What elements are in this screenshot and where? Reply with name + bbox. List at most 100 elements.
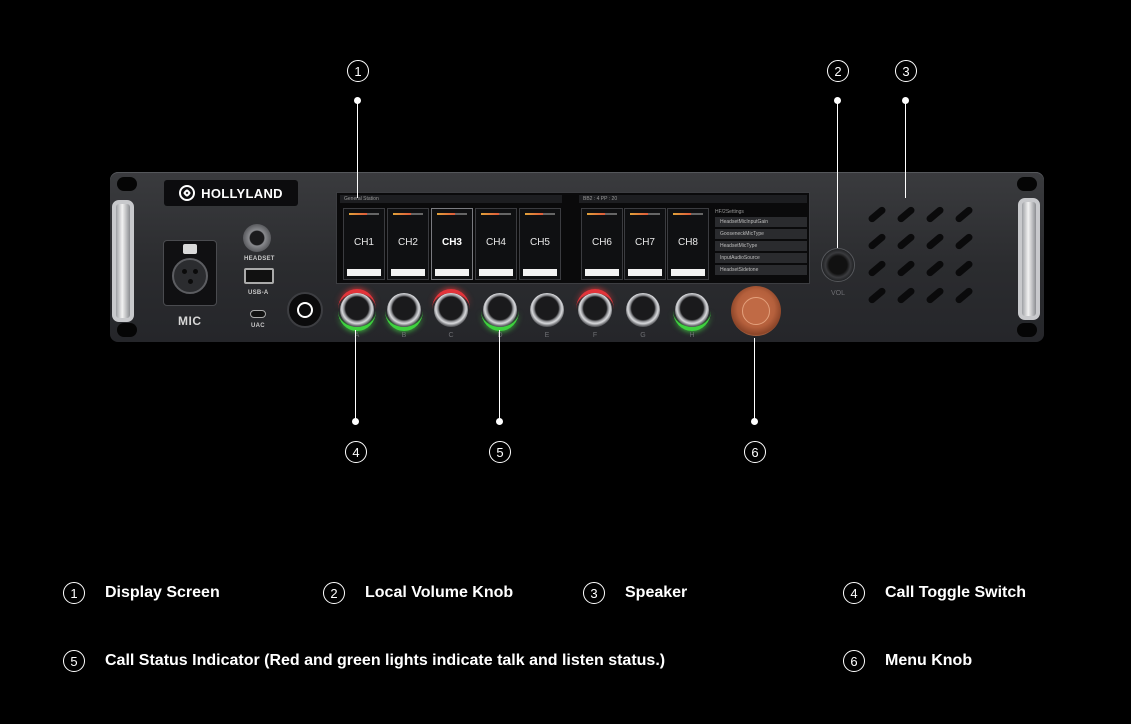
callout-3: 3	[895, 60, 917, 82]
rack-ear-hole	[1017, 323, 1037, 337]
call-toggle-knob-c[interactable]	[434, 293, 468, 327]
left-rack-handle	[112, 200, 134, 322]
listen-indicator-green	[673, 311, 711, 331]
rack-ear-hole	[117, 177, 137, 191]
callout-dot	[354, 97, 361, 104]
call-toggle-knob-g[interactable]	[626, 293, 660, 327]
listen-indicator-green	[481, 311, 519, 331]
callout-line	[357, 102, 358, 198]
knob-letter: H	[689, 332, 695, 339]
legend-label: Speaker	[625, 584, 688, 601]
channel-tile[interactable]: CH2	[387, 208, 429, 280]
headset-port[interactable]	[243, 224, 271, 252]
knob-letter: A	[354, 332, 360, 339]
call-toggle-knob-b[interactable]	[387, 293, 421, 327]
usb-a-label: USB-A	[248, 290, 269, 296]
hollyland-logo-icon	[179, 185, 196, 201]
legend-number: 6	[843, 650, 865, 672]
screen-header-mid: BB2 : 4 PP : 20	[579, 195, 807, 203]
knob-letter: F	[592, 332, 598, 339]
menu-item[interactable]: HeadsetSidetone	[715, 265, 807, 275]
listen-indicator-green	[385, 311, 423, 331]
call-toggle-knob-h[interactable]	[675, 293, 709, 327]
rack-ear-hole	[117, 323, 137, 337]
call-toggle-knob-d[interactable]	[483, 293, 517, 327]
channel-name: CH5	[529, 237, 550, 248]
uac-label: UAC	[251, 323, 265, 329]
callout-dot	[352, 418, 359, 425]
mic-label: MIC	[178, 314, 202, 328]
legend-number: 1	[63, 582, 85, 604]
callout-line	[355, 330, 356, 420]
callout-line	[499, 330, 500, 420]
xlr-socket	[172, 258, 208, 294]
usb-a-port[interactable]	[244, 268, 274, 284]
brand-name: HOLLYLAND	[201, 185, 283, 201]
callout-dot	[496, 418, 503, 425]
uac-port[interactable]	[250, 310, 266, 318]
channel-name: CH4	[485, 237, 506, 248]
talk-indicator-red	[432, 289, 470, 309]
callout-line	[837, 102, 838, 248]
menu-item[interactable]: GooseneckMicType	[715, 229, 807, 239]
legend-number: 5	[63, 650, 85, 672]
knob-letter: G	[640, 332, 646, 339]
legend-item: 4 Call Toggle Switch	[843, 582, 1026, 604]
callout-line	[905, 102, 906, 198]
hollyland-button[interactable]	[287, 292, 323, 328]
callout-1: 1	[347, 60, 369, 82]
channel-tile[interactable]: CH4	[475, 208, 517, 280]
channel-tile[interactable]: CH1	[343, 208, 385, 280]
legend-item: 5 Call Status Indicator (Red and green l…	[63, 650, 665, 672]
volume-label: VOL	[831, 290, 846, 297]
menu-item[interactable]: HeadsetMicType	[715, 241, 807, 251]
callout-dot	[751, 418, 758, 425]
display-screen[interactable]: General Station BB2 : 4 PP : 20 CH1 CH2 …	[336, 192, 810, 284]
channel-tile[interactable]: CH6	[581, 208, 623, 280]
menu-item[interactable]: HeadsetMicInputGain	[715, 217, 807, 227]
knob-letter: C	[448, 332, 454, 339]
legend-item: 1 Display Screen	[63, 582, 220, 604]
legend-number: 2	[323, 582, 345, 604]
channel-tile[interactable]: CH7	[624, 208, 666, 280]
local-volume-knob[interactable]	[821, 248, 855, 282]
screen-header-left: General Station	[340, 195, 562, 203]
legend-label: Call Toggle Switch	[885, 584, 1027, 601]
channel-tile[interactable]: CH3	[431, 208, 473, 280]
channel-tile[interactable]: CH8	[667, 208, 709, 280]
legend-item: 3 Speaker	[583, 582, 687, 604]
talk-indicator-red	[338, 289, 376, 309]
right-rack-handle	[1018, 198, 1040, 320]
call-toggle-knob-f[interactable]	[578, 293, 612, 327]
legend-label: Menu Knob	[885, 652, 973, 669]
knob-letter: B	[401, 332, 407, 339]
legend-label: Local Volume Knob	[365, 584, 514, 601]
call-toggle-knob-a[interactable]	[340, 293, 374, 327]
brand-logo: HOLLYLAND	[164, 180, 298, 206]
legend-item: 6 Menu Knob	[843, 650, 972, 672]
callout-4: 4	[345, 441, 367, 463]
legend-number: 3	[583, 582, 605, 604]
headset-label: HEADSET	[244, 256, 275, 262]
channel-name: CH1	[353, 237, 374, 248]
call-toggle-knob-e[interactable]	[530, 293, 564, 327]
channel-tile[interactable]: CH5	[519, 208, 561, 280]
channel-name: CH2	[397, 237, 418, 248]
rack-ear-hole	[1017, 177, 1037, 191]
hollyland-logo-icon	[297, 302, 313, 318]
mic-xlr-port[interactable]	[163, 240, 217, 306]
callout-dot	[902, 97, 909, 104]
settings-menu: HF/2Settings HeadsetMicInputGain Goosene…	[715, 207, 807, 281]
menu-item[interactable]: InputAudioSource	[715, 253, 807, 263]
listen-indicator-green	[338, 311, 376, 331]
channel-name: CH7	[634, 237, 655, 248]
legend-number: 4	[843, 582, 865, 604]
channel-name: CH8	[677, 237, 698, 248]
knob-letter: D	[497, 332, 503, 339]
legend-label: Call Status Indicator (Red and green lig…	[105, 652, 666, 669]
callout-5: 5	[489, 441, 511, 463]
menu-knob[interactable]	[731, 286, 781, 336]
channel-name: CH3	[441, 237, 462, 248]
knob-letter: E	[544, 332, 550, 339]
legend-item: 2 Local Volume Knob	[323, 582, 513, 604]
